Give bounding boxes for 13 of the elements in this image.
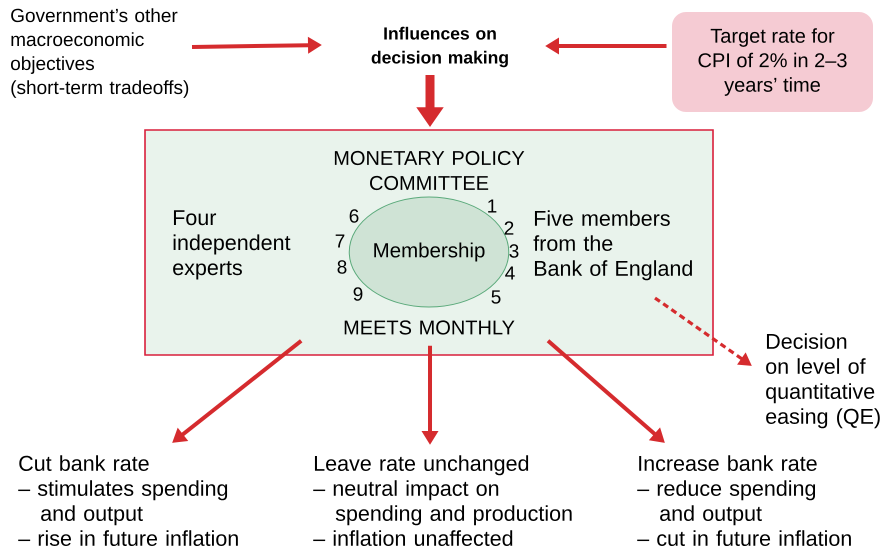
target-box: Target rate for CPI of 2% in 2–3 years’ time <box>672 12 873 112</box>
member-number: 5 <box>491 290 500 304</box>
outcome-text: Leave rate unchanged – neutral impact on spending and production – inflation unaffected <box>313 455 572 546</box>
member-number: 6 <box>350 209 358 223</box>
outcome-text: Increase bank rate – reduce spending and output – cut in future inflation <box>637 455 851 546</box>
objectives-text: Government’s other macroeconomic objectives (short-term tradeoffs) <box>11 8 188 98</box>
heading-text: Influences on decision making <box>372 26 508 68</box>
member-number: 1 <box>488 199 496 213</box>
member-number: 9 <box>354 287 362 301</box>
side-text: Five members from the Bank of England <box>534 210 692 280</box>
outcome-text: Cut bank rate – stimulates spending and output – rise in future inflation <box>18 455 238 546</box>
side-text: Four independent experts <box>173 210 290 280</box>
decision-text: Decision on level of quantitative easing (QE) <box>766 333 880 428</box>
